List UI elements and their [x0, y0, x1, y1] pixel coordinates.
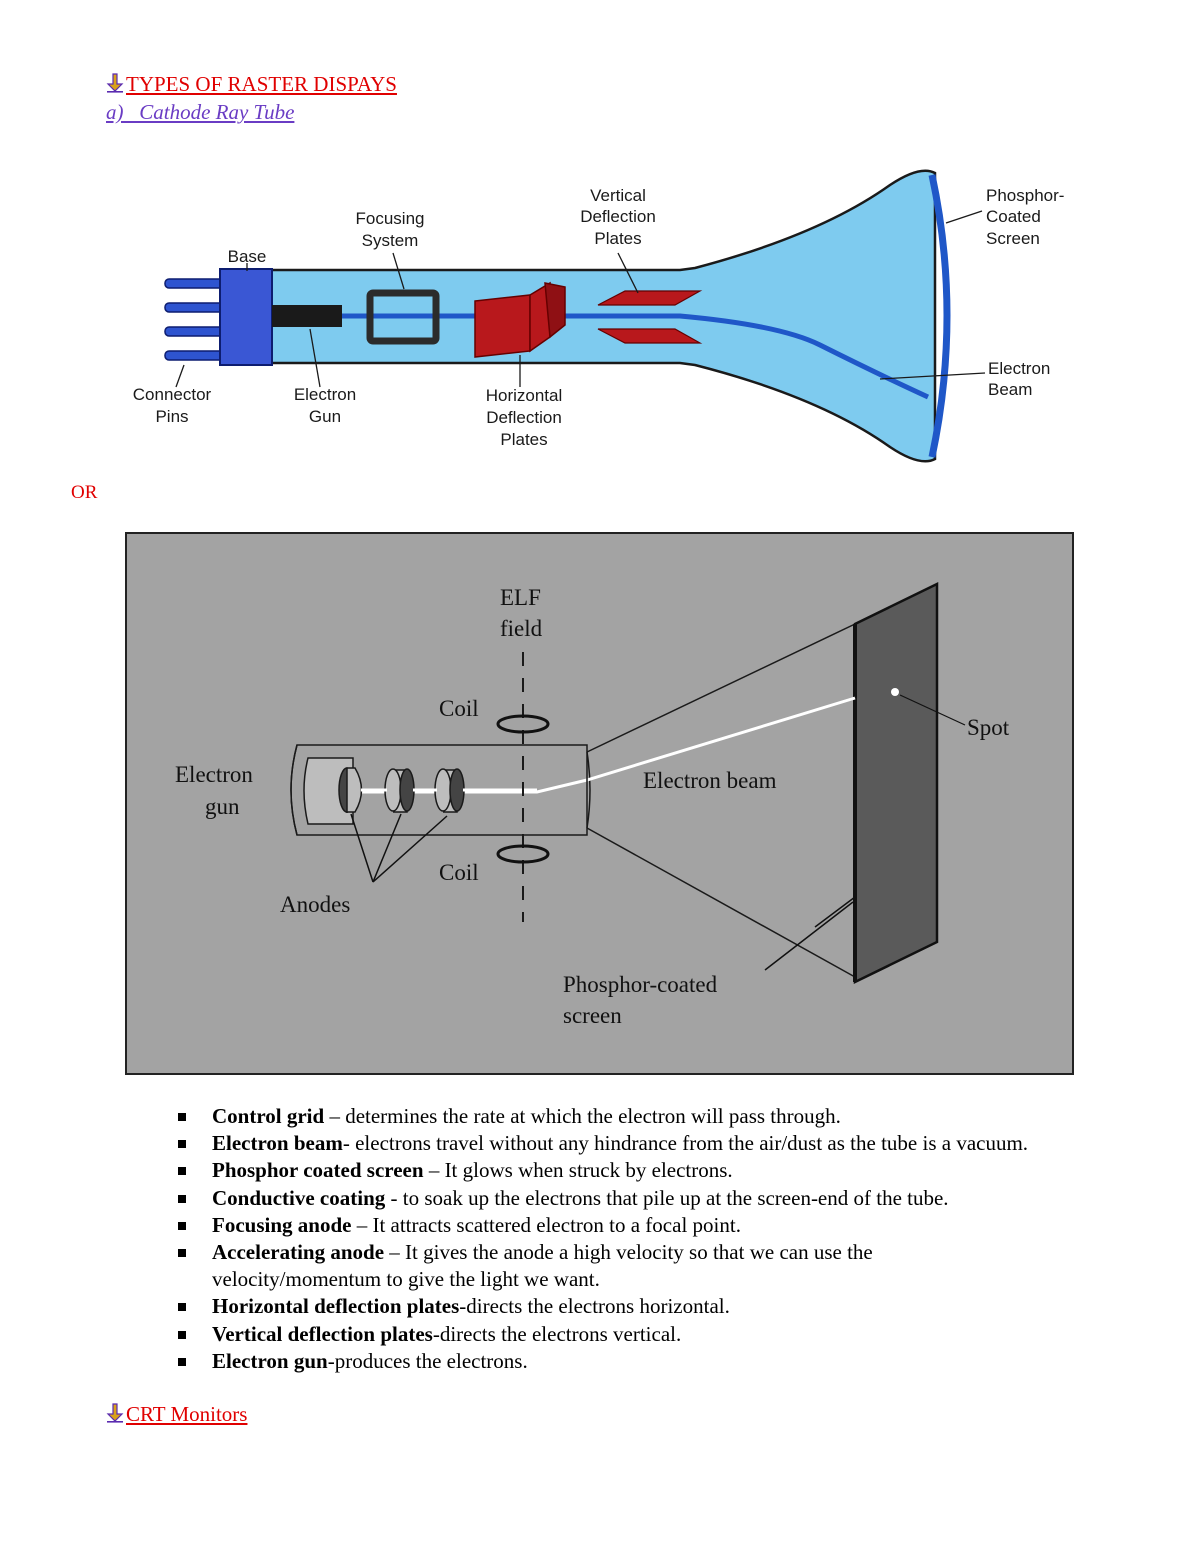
label-phosphor-3: Screen — [986, 229, 1040, 248]
description: – It glows when struck by electrons. — [423, 1158, 733, 1183]
square-bullet-icon — [178, 1194, 186, 1203]
label-phosphor-1: Phosphor- — [986, 186, 1064, 205]
heading-text: TYPES OF RASTER DISPAYS — [126, 72, 397, 96]
label-vertical-3: Plates — [594, 229, 641, 248]
list-item: Electron gun-produces the electrons. — [170, 1348, 1170, 1375]
term: Focusing anode — [212, 1212, 352, 1237]
list-item: Horizontal deflection plates-directs the… — [170, 1293, 1170, 1320]
electron-beam-path — [342, 313, 930, 400]
label-focusing-2: System — [362, 231, 419, 250]
label-elf-1: ELF — [500, 585, 541, 610]
base-block — [219, 268, 273, 366]
label-phosphor-1: Phosphor-coated — [563, 972, 718, 997]
crt-diagram: Base Focusing System Vertical Deflection… — [133, 169, 1064, 463]
list-item: Focusing anode – It attracts scattered e… — [170, 1212, 1170, 1239]
description: -produces the electrons. — [327, 1348, 528, 1373]
connector-pins — [164, 278, 224, 361]
square-bullet-icon — [178, 1249, 186, 1258]
vertical-plates — [597, 290, 703, 344]
description: – It attracts scattered electron to a fo… — [351, 1212, 741, 1237]
label-connector-2: Pins — [155, 407, 188, 426]
section-heading-crt-monitors: CRT Monitors — [106, 1402, 247, 1427]
down-arrow-icon — [106, 1403, 124, 1423]
term: Control grid — [212, 1104, 325, 1128]
square-bullet-icon — [178, 1113, 186, 1121]
label-phosphor-2: screen — [563, 1003, 622, 1028]
or-text: OR — [71, 482, 98, 503]
down-arrow-icon — [106, 73, 124, 93]
square-bullet-icon — [178, 1357, 186, 1366]
square-bullet-icon — [178, 1303, 186, 1312]
description: – It gives the anode a high velocity so … — [212, 1240, 873, 1292]
label-electron-beam: Electron beam — [643, 768, 777, 793]
description: -directs the electrons horizontal. — [459, 1294, 730, 1319]
list-item: Vertical deflection plates-directs the e… — [170, 1321, 1170, 1348]
term: Vertical deflection plates — [212, 1321, 433, 1346]
phosphor-screen — [928, 174, 951, 458]
label-base: Base — [228, 247, 267, 266]
label-electron-gun-1: Electron — [175, 762, 253, 787]
label-coil-bottom: Coil — [439, 860, 479, 885]
label-electron-beam-1: Electron — [988, 359, 1050, 378]
label-horizontal-1: Horizontal — [486, 386, 563, 405]
description: -directs the electrons vertical. — [432, 1321, 682, 1346]
anodes — [338, 767, 465, 813]
square-bullet-icon — [178, 1167, 186, 1176]
focusing-system — [366, 289, 440, 345]
description: – determines the rate at which the elect… — [324, 1104, 841, 1128]
label-gun-2: Gun — [309, 407, 341, 426]
label-connector-1: Connector — [133, 385, 212, 404]
term: Electron beam — [212, 1131, 343, 1156]
term: Conductive coating — [212, 1185, 386, 1210]
subheading-crt: a) Cathode Ray Tube — [106, 100, 295, 124]
label-phosphor-2: Coated — [986, 207, 1041, 226]
term: Phosphor coated screen — [212, 1158, 424, 1183]
term: Electron gun — [212, 1348, 328, 1373]
term: Horizontal deflection plates — [212, 1294, 460, 1319]
elf-crt-diagram: ELF field Coil Coil Electron gun Anodes … — [125, 532, 1074, 1075]
label-anodes: Anodes — [280, 892, 350, 917]
square-bullet-icon — [178, 1330, 186, 1339]
heading-text: CRT Monitors — [126, 1402, 248, 1426]
label-gun-1: Electron — [294, 385, 356, 404]
list-item: Electron beam- electrons travel without … — [170, 1130, 1170, 1157]
list-item: Accelerating anode – It gives the anode … — [170, 1239, 972, 1293]
label-horizontal-3: Plates — [500, 430, 547, 449]
list-item: Conductive coating - to soak up the elec… — [170, 1185, 1170, 1212]
label-vertical-1: Vertical — [590, 186, 646, 205]
label-spot: Spot — [967, 715, 1010, 740]
label-horizontal-2: Deflection — [486, 408, 562, 427]
label-coil-top: Coil — [439, 696, 479, 721]
square-bullet-icon — [178, 1221, 186, 1230]
spot-dot — [891, 688, 899, 696]
square-bullet-icon — [178, 1140, 186, 1149]
component-list: Control grid – determines the rate at wh… — [170, 1103, 1170, 1375]
label-electron-beam-2: Beam — [988, 380, 1032, 399]
label-electron-gun-2: gun — [205, 794, 240, 819]
coil-top — [496, 714, 550, 734]
coil-bottom — [496, 844, 550, 864]
description: - to soak up the electrons that pile up … — [385, 1185, 949, 1210]
label-elf-2: field — [500, 616, 543, 641]
horizontal-plates — [474, 281, 566, 358]
electron-gun — [272, 305, 342, 327]
phosphor-screen-3d — [853, 581, 939, 985]
section-heading-raster: TYPES OF RASTER DISPAYS — [106, 72, 397, 97]
label-vertical-2: Deflection — [580, 207, 656, 226]
label-focusing-1: Focusing — [356, 209, 425, 228]
list-item: Control grid – determines the rate at wh… — [170, 1103, 1170, 1130]
description: - electrons travel without any hindrance… — [342, 1131, 1029, 1156]
term: Accelerating anode — [212, 1240, 385, 1265]
list-item: Phosphor coated screen – It glows when s… — [170, 1157, 1170, 1184]
